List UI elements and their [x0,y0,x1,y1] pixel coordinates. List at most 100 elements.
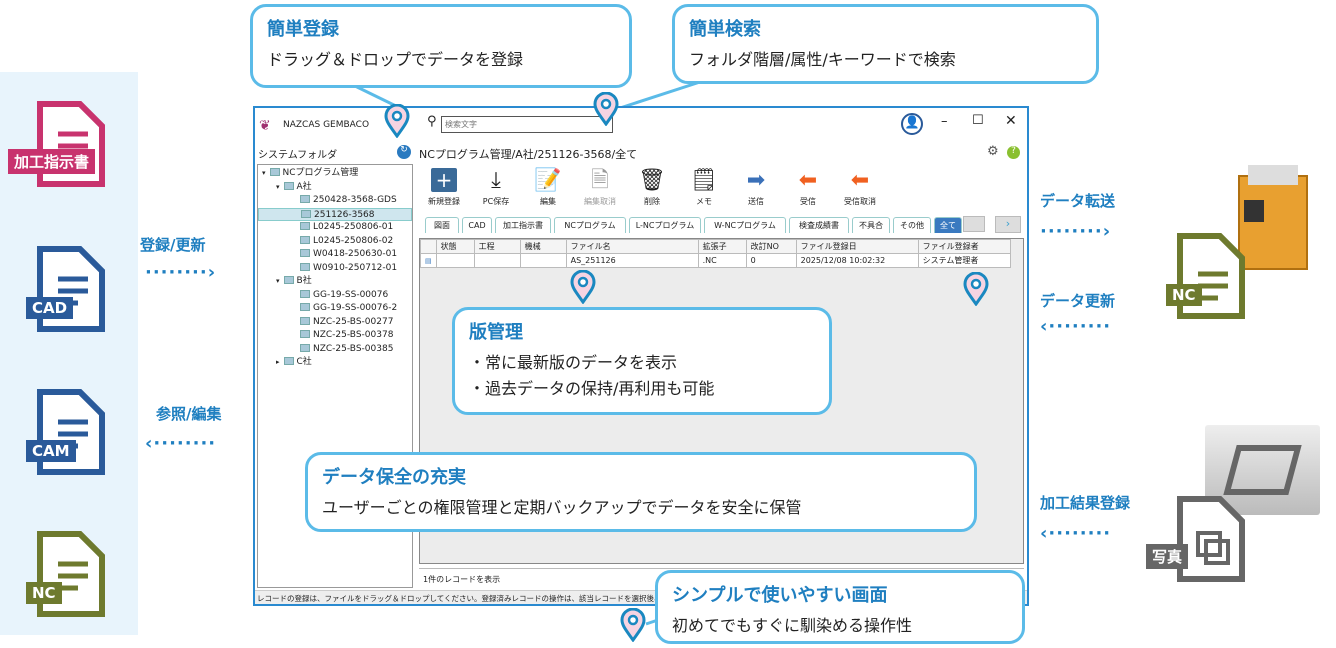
data-transfer-label: データ転送 [1040,192,1116,210]
trash-icon: 🗑 [638,168,666,193]
help-icon[interactable]: ? [1007,146,1020,159]
table-cell[interactable]: 2025/12/08 10:02:32 [795,253,919,268]
table-cell[interactable]: AS_251126 [565,253,699,268]
download-button[interactable]: ⤓PC保存 [471,166,521,207]
receive-cancel-button[interactable]: ⬅受信取消 [835,166,885,207]
arrow-right-icon: ········› [145,262,217,283]
tree-item[interactable]: 251126-3568 [258,207,412,221]
download-icon: ⤓ [491,168,501,193]
result-register-label: 加工結果登録 [1040,494,1131,512]
tree-item[interactable]: GG-19-SS-00076-2 [258,302,412,316]
expand-icon[interactable]: ▾ [276,182,280,191]
nc-doc-icon: NC [26,530,108,618]
column-header[interactable]: 工程 [473,239,521,254]
folder-icon [300,289,310,298]
tree-item[interactable]: ▾NCプログラム管理 [262,168,359,178]
column-header[interactable]: 改訂NO [745,239,797,254]
user-icon[interactable]: 👤 [901,113,923,135]
tree-item[interactable]: NZC-25-BS-00378 [258,329,412,343]
tab-0[interactable]: 図面 [425,217,459,233]
folder-icon [301,209,311,218]
tree-item[interactable]: ▸C社 [276,357,312,367]
arrow-left-icon: ‹········ [1040,316,1112,337]
tree-item[interactable]: NZC-25-BS-00277 [258,316,412,330]
trash-button[interactable]: 🗑削除 [627,166,677,207]
column-header[interactable]: ファイル登録者 [917,239,1011,254]
table-cell[interactable]: 0 [745,253,797,268]
tab-9[interactable]: 全て [934,217,962,233]
tab-8[interactable]: その他 [893,217,931,233]
search-input[interactable] [441,116,613,133]
table-cell[interactable] [519,253,567,268]
expand-icon[interactable]: ▾ [262,169,266,177]
expand-icon[interactable]: ▸ [276,358,280,366]
close-button[interactable]: ✕ [1005,113,1017,129]
tree-item[interactable]: NZC-25-BS-00385 [258,343,412,357]
folder-icon [300,316,310,325]
column-header[interactable]: 機械 [519,239,567,254]
folder-icon [283,357,294,365]
column-header[interactable]: ファイル登録日 [795,239,919,254]
reference-edit-label: 参照/編集 [156,405,222,423]
data-update-label: データ更新 [1040,292,1116,310]
column-header[interactable]: ファイル名 [565,239,699,254]
tree-item[interactable]: L0245-250806-02 [258,235,412,249]
pin-icon [384,104,410,138]
record-count: 1件のレコードを表示 [419,568,1024,588]
edit-cancel-button[interactable]: 🗎編集取消 [575,166,625,207]
tab-5[interactable]: W-NCプログラム [704,217,786,233]
plus-icon: + [419,166,469,196]
tree-item[interactable]: 250428-3568-GDS [258,194,412,208]
tab-1[interactable]: CAD [462,217,492,233]
maximize-button[interactable]: ☐ [972,113,984,128]
tab-6[interactable]: 検査成績書 [789,217,849,233]
folder-icon [269,168,280,176]
expand-icon[interactable]: ▾ [276,277,280,285]
tree-item[interactable]: L0245-250806-01 [258,221,412,235]
tab-7[interactable]: 不具合 [852,217,890,233]
tree-item[interactable]: W0418-250630-01 [258,248,412,262]
column-header[interactable]: 状態 [435,239,475,254]
gear-icon[interactable]: ⚙ [987,144,999,159]
refresh-icon[interactable]: ↻ [397,145,411,159]
callout-0: 簡単登録ドラッグ＆ドロップでデータを登録 [250,4,632,88]
table-cell[interactable] [473,253,521,268]
tab-scroll-left[interactable] [963,216,985,232]
tree-item[interactable]: GG-19-SS-00076 [258,289,412,303]
tree-item[interactable]: W0910-250712-01 [258,262,412,276]
table-cell[interactable] [435,253,475,268]
pin-icon [593,92,619,126]
folder-icon [300,343,310,352]
tab-2[interactable]: 加工指示書 [495,217,551,233]
folder-icon [283,181,294,190]
column-header[interactable]: 拡張子 [697,239,747,254]
machine-image [1228,165,1318,285]
tree-item[interactable]: ▾B社 [276,276,312,286]
arrow-left-icon: ‹········ [1040,523,1112,544]
folder-icon [300,330,310,338]
send-button[interactable]: ➡送信 [731,166,781,207]
receive-button[interactable]: ⬅受信 [783,166,833,207]
app-logo-icon: ❦ [259,118,271,134]
callout-3: データ保全の充実ユーザーごとの権限管理と定期バックアップでデータを安全に保管 [305,452,977,532]
folder-icon [300,249,310,257]
memo-button[interactable]: 🗒メモ [679,166,729,207]
pin-icon [570,270,596,304]
tab-3[interactable]: NCプログラム [554,217,626,233]
tab-4[interactable]: L-NCプログラム [629,217,701,233]
breadcrumb: NCプログラム管理/A社/251126-3568/全て [419,148,638,161]
file-icon: ▤ [420,253,437,268]
tree-item[interactable]: ▾A社 [276,181,312,192]
register-update-label: 登録/更新 [140,236,206,254]
plus-button[interactable]: +新規登録 [419,166,469,207]
tab-scroll-right[interactable]: › [995,216,1021,233]
folder-icon [300,195,310,203]
edit-button[interactable]: 📝編集 [523,166,573,207]
minimize-button[interactable]: – [941,114,948,129]
table-cell[interactable]: .NC [697,253,747,268]
table-cell[interactable]: システム管理者 [917,253,1011,268]
work-instruction-doc-icon: 加工指示書 [8,100,108,188]
folder-header: システムフォルダ [258,150,338,161]
